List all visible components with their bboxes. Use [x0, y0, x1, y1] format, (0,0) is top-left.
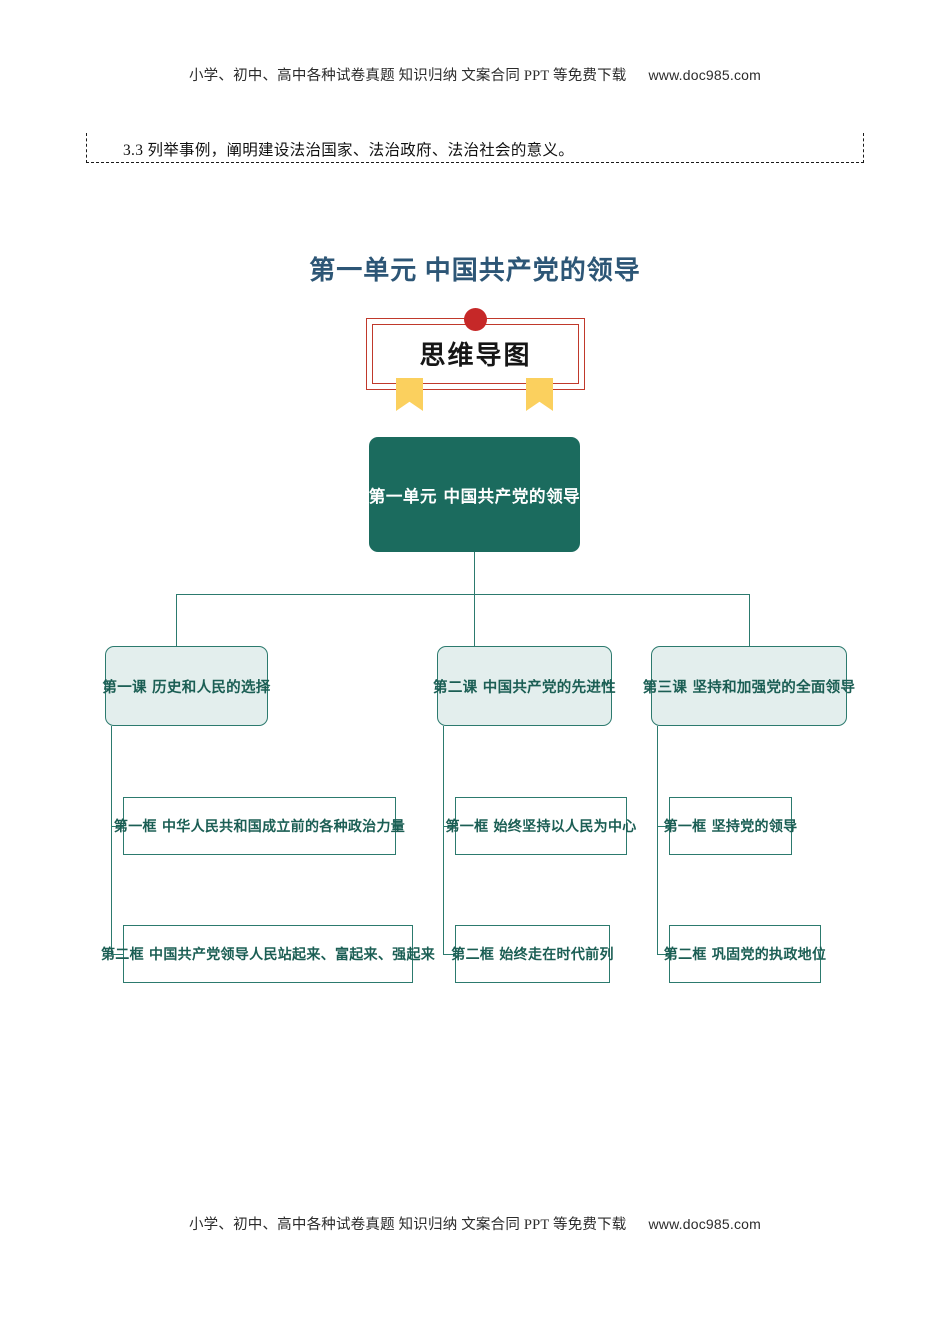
mindmap-root-node: 第一单元 中国共产党的领导: [369, 437, 580, 552]
connector-branch-stem-1: [176, 594, 178, 646]
connector-branch2-spine: [443, 726, 445, 954]
standard-statement-box: 3.3 列举事例，阐明建设法治国家、法治政府、法治社会的意义。: [86, 133, 864, 163]
connector-branch1-leaf1: [111, 826, 123, 828]
connector-branch1-spine: [111, 726, 113, 954]
connector-branch1-leaf2: [111, 954, 123, 956]
connector-branch-stem-2: [474, 594, 476, 646]
page-title: 第一单元 中国共产党的领导: [309, 256, 641, 285]
mindmap-leaf-node-3-2: 第二框 巩固党的执政地位: [664, 925, 826, 983]
connector-horizontal-bus: [176, 594, 750, 596]
header-watermark-url: www.doc985.com: [648, 67, 762, 83]
header-watermark-text: 小学、初中、高中各种试卷真题 知识归纳 文案合同 PPT 等免费下载: [188, 68, 627, 84]
standard-statement-text: 3.3 列举事例，阐明建设法治国家、法治政府、法治社会的意义。: [123, 142, 575, 159]
connector-branch2-leaf2: [443, 954, 455, 956]
footer-watermark: 小学、初中、高中各种试卷真题 知识归纳 文案合同 PPT 等免费下载 www.do…: [0, 1213, 950, 1234]
connector-branch3-leaf1: [657, 826, 669, 828]
mindmap-banner: 思维导图: [366, 308, 585, 411]
mindmap-leaf-node-1-1: 第一框 中华人民共和国成立前的各种政治力量: [114, 797, 405, 855]
mindmap-branch-node-1: 第一课 历史和人民的选择: [102, 646, 270, 726]
mindmap-branch-node-2: 第二课 中国共产党的先进性: [433, 646, 616, 726]
mindmap-branch-node-3: 第三课 坚持和加强党的全面领导: [643, 646, 855, 726]
connector-branch3-leaf2: [657, 954, 669, 956]
footer-watermark-text: 小学、初中、高中各种试卷真题 知识归纳 文案合同 PPT 等免费下载: [188, 1217, 627, 1233]
red-circle-icon: [464, 308, 487, 331]
header-watermark: 小学、初中、高中各种试卷真题 知识归纳 文案合同 PPT 等免费下载 www.do…: [0, 64, 950, 85]
connector-branch2-leaf1: [443, 826, 455, 828]
footer-watermark-url: www.doc985.com: [648, 1216, 762, 1232]
mindmap-leaf-node-2-2: 第二框 始终走在时代前列: [451, 925, 613, 983]
banner-label: 思维导图: [419, 341, 532, 371]
mindmap-leaf-node-3-1: 第一框 坚持党的领导: [664, 797, 797, 855]
mindmap-leaf-node-2-1: 第一框 始终坚持以人民为中心: [445, 797, 636, 855]
mindmap-leaf-node-1-2: 第二框 中国共产党领导人民站起来、富起来、强起来: [101, 925, 435, 983]
connector-branch-stem-3: [749, 594, 751, 646]
connector-root-stem: [474, 552, 476, 594]
connector-branch3-spine: [657, 726, 659, 954]
